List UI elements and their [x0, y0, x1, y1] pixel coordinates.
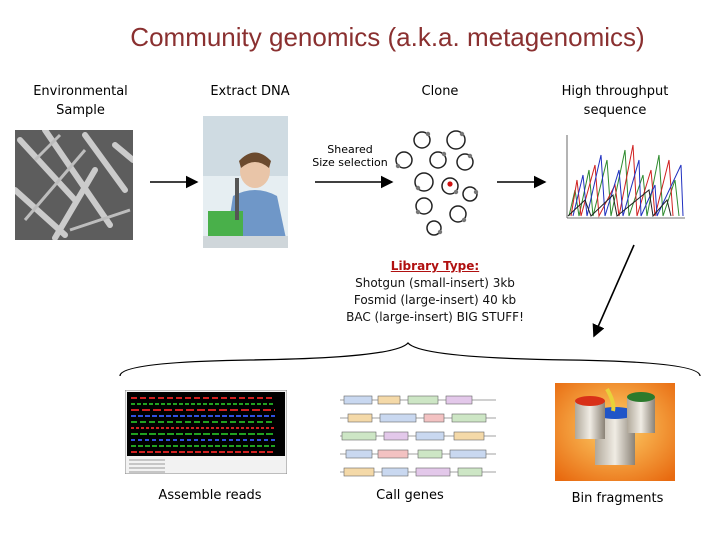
- outcome-assemble-reads: Assemble reads: [158, 488, 262, 503]
- step-clone: Clone: [421, 84, 459, 99]
- step-environmental-sample: Environmental Sample: [33, 84, 128, 118]
- paint-cans-image: [555, 383, 675, 481]
- size-selection-text: Size selection: [312, 156, 388, 169]
- library-type-heading: Library Type:: [390, 259, 480, 273]
- step-extract-dna: Extract DNA: [210, 84, 290, 99]
- library-line-shotgun: Shotgun (small-insert) 3kb: [355, 276, 515, 290]
- assembly-image: [125, 390, 287, 474]
- slide-title: Community genomics (a.k.a. metagenomics): [130, 22, 645, 52]
- outcome-bin-fragments: Bin fragments: [571, 491, 664, 506]
- sheared-text: Sheared: [327, 143, 373, 156]
- arrow-sequence-to-library: [592, 244, 635, 338]
- sequence-chromatogram: [555, 130, 687, 230]
- outcomes-brace: [119, 342, 701, 377]
- outcome-call-genes: Call genes: [376, 488, 444, 503]
- library-line-fosmid: Fosmid (large-insert) 40 kb: [353, 293, 517, 307]
- library-line-bac: BAC (large-insert) BIG STUFF!: [346, 310, 524, 324]
- sheared-label: Sheared Size selection: [310, 143, 390, 169]
- gene-map-image: [338, 388, 498, 478]
- extract-dna-photo: [203, 116, 288, 248]
- clone-plasmids: [395, 130, 479, 236]
- library-type-box: Library Type: Shotgun (small-insert) 3kb…: [300, 258, 570, 326]
- environmental-sample-image: [15, 130, 133, 240]
- step-high-throughput-sequence: High throughput sequence: [561, 84, 669, 118]
